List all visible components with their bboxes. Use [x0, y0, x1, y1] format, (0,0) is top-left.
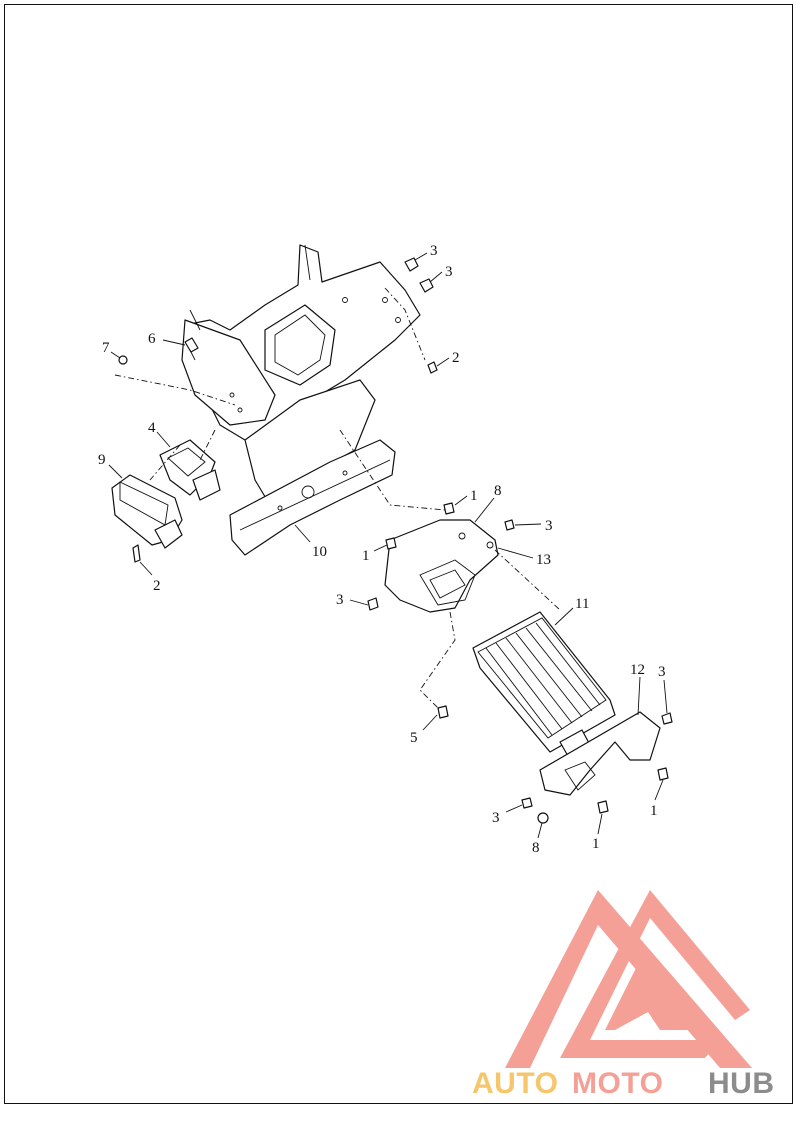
leader-lines [114, 287, 561, 709]
callout-9: 9 [98, 452, 106, 468]
callout-1: 1 [650, 803, 658, 819]
callout-3: 3 [492, 810, 500, 826]
main-mounting-frame [181, 244, 421, 556]
bracket-12 [539, 711, 661, 796]
callout-3: 3 [430, 243, 438, 259]
module-9 [111, 474, 183, 563]
callout-11: 11 [575, 596, 589, 612]
callout-8: 8 [494, 483, 502, 499]
callout-leaders [108, 252, 668, 839]
bolts-1-3-mid [367, 502, 515, 611]
watermark-hub: HUB [708, 1067, 775, 1100]
callout-13: 13 [536, 552, 551, 568]
callout-4: 4 [148, 420, 156, 436]
watermark-triangle-core [605, 960, 690, 1030]
watermark-moto: MOTO [572, 1067, 663, 1100]
callout-1: 1 [362, 548, 370, 564]
nut-7 [118, 355, 128, 365]
amplifier-11 [472, 611, 616, 757]
callout-3: 3 [445, 264, 453, 280]
callout-3: 3 [336, 592, 344, 608]
callout-12: 12 [630, 662, 645, 678]
bolts-3-top [404, 257, 438, 374]
watermark-text: AUTO MOTO HUB [472, 1067, 775, 1100]
watermark-triangle-inner [560, 890, 750, 1058]
diagram-frame [4, 4, 793, 1104]
callout-5: 5 [410, 730, 418, 746]
callout-labels: 3 3 2 6 7 4 9 2 10 1 8 3 1 13 3 11 12 3 … [98, 243, 666, 856]
bolts-bottom [437, 705, 673, 824]
callout-3: 3 [658, 664, 666, 680]
callout-10: 10 [312, 544, 327, 560]
bolt-6 [184, 337, 199, 361]
callout-8: 8 [532, 840, 540, 856]
callout-1: 1 [470, 488, 478, 504]
bracket-4 [159, 439, 221, 501]
watermark-triangle-outer [505, 890, 752, 1068]
callout-2: 2 [452, 350, 460, 366]
callout-2: 2 [153, 578, 161, 594]
bracket-13 [384, 519, 499, 613]
callout-1: 1 [592, 836, 600, 852]
callout-6: 6 [148, 331, 156, 347]
callout-7: 7 [102, 340, 110, 356]
watermark-logo [505, 890, 752, 1068]
watermark-auto: AUTO [472, 1067, 558, 1100]
callout-3: 3 [545, 518, 553, 534]
